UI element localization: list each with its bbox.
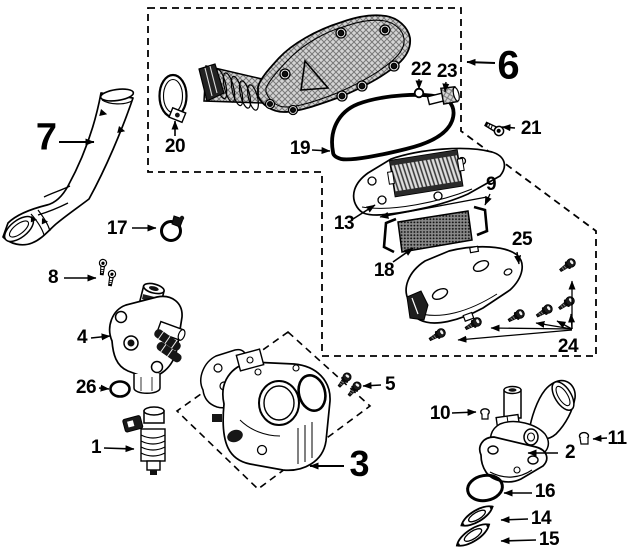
gasket-part19 <box>330 93 456 162</box>
filter-housing-part13 <box>352 147 506 216</box>
callout-4: 4 <box>76 327 88 348</box>
filter-element-part18 <box>397 210 473 253</box>
injector-part1 <box>122 406 166 475</box>
throttle-body-part3 <box>200 348 331 472</box>
bolt-part21 <box>482 119 506 138</box>
callout-7: 7 <box>35 116 57 159</box>
leader-lines <box>59 58 608 545</box>
callout-14: 14 <box>530 508 552 529</box>
hose-clamp-part17 <box>160 215 185 242</box>
callout-6: 6 <box>497 43 519 88</box>
callout-17: 17 <box>106 218 128 239</box>
valve-assembly-part4 <box>108 282 186 394</box>
callout-8: 8 <box>47 267 59 288</box>
screws-part8 <box>97 258 117 287</box>
gasket-part15 <box>455 523 491 547</box>
callout-26: 26 <box>75 377 97 398</box>
gasket-part14 <box>460 505 494 527</box>
callout-1: 1 <box>90 437 102 458</box>
callout-25: 25 <box>511 229 533 250</box>
dashed-outline-assembly6 <box>147 7 597 357</box>
callout-10: 10 <box>429 403 451 424</box>
screws-part5 <box>335 370 364 399</box>
callout-9: 9 <box>485 174 497 195</box>
plug-part11 <box>578 431 590 445</box>
plug-part10 <box>480 408 490 420</box>
oring-part26 <box>109 380 131 398</box>
oring-part16 <box>466 473 504 503</box>
callout-23: 23 <box>436 61 458 82</box>
intake-duct-part7 <box>2 88 135 246</box>
callout-16: 16 <box>534 481 556 502</box>
airbox-cover-part6 <box>198 14 412 116</box>
callout-2: 2 <box>564 442 576 463</box>
callout-3: 3 <box>349 443 369 484</box>
callout-11: 11 <box>607 428 627 449</box>
drain-spout-part23 <box>426 86 460 106</box>
callout-13: 13 <box>333 213 355 234</box>
callout-5: 5 <box>384 374 396 395</box>
airbox-lower-part25 <box>405 245 524 324</box>
callout-21: 21 <box>520 118 542 139</box>
grommet-part22 <box>413 87 425 99</box>
callout-19: 19 <box>289 138 311 159</box>
intake-manifold-part2 <box>478 379 576 483</box>
retainer-clips-part9 <box>382 205 489 254</box>
callout-15: 15 <box>538 529 560 550</box>
callout-18: 18 <box>373 260 395 281</box>
callout-24: 24 <box>557 336 579 357</box>
callout-22: 22 <box>410 59 432 80</box>
hose-clamp-part20 <box>158 73 188 124</box>
callout-20: 20 <box>164 136 186 157</box>
